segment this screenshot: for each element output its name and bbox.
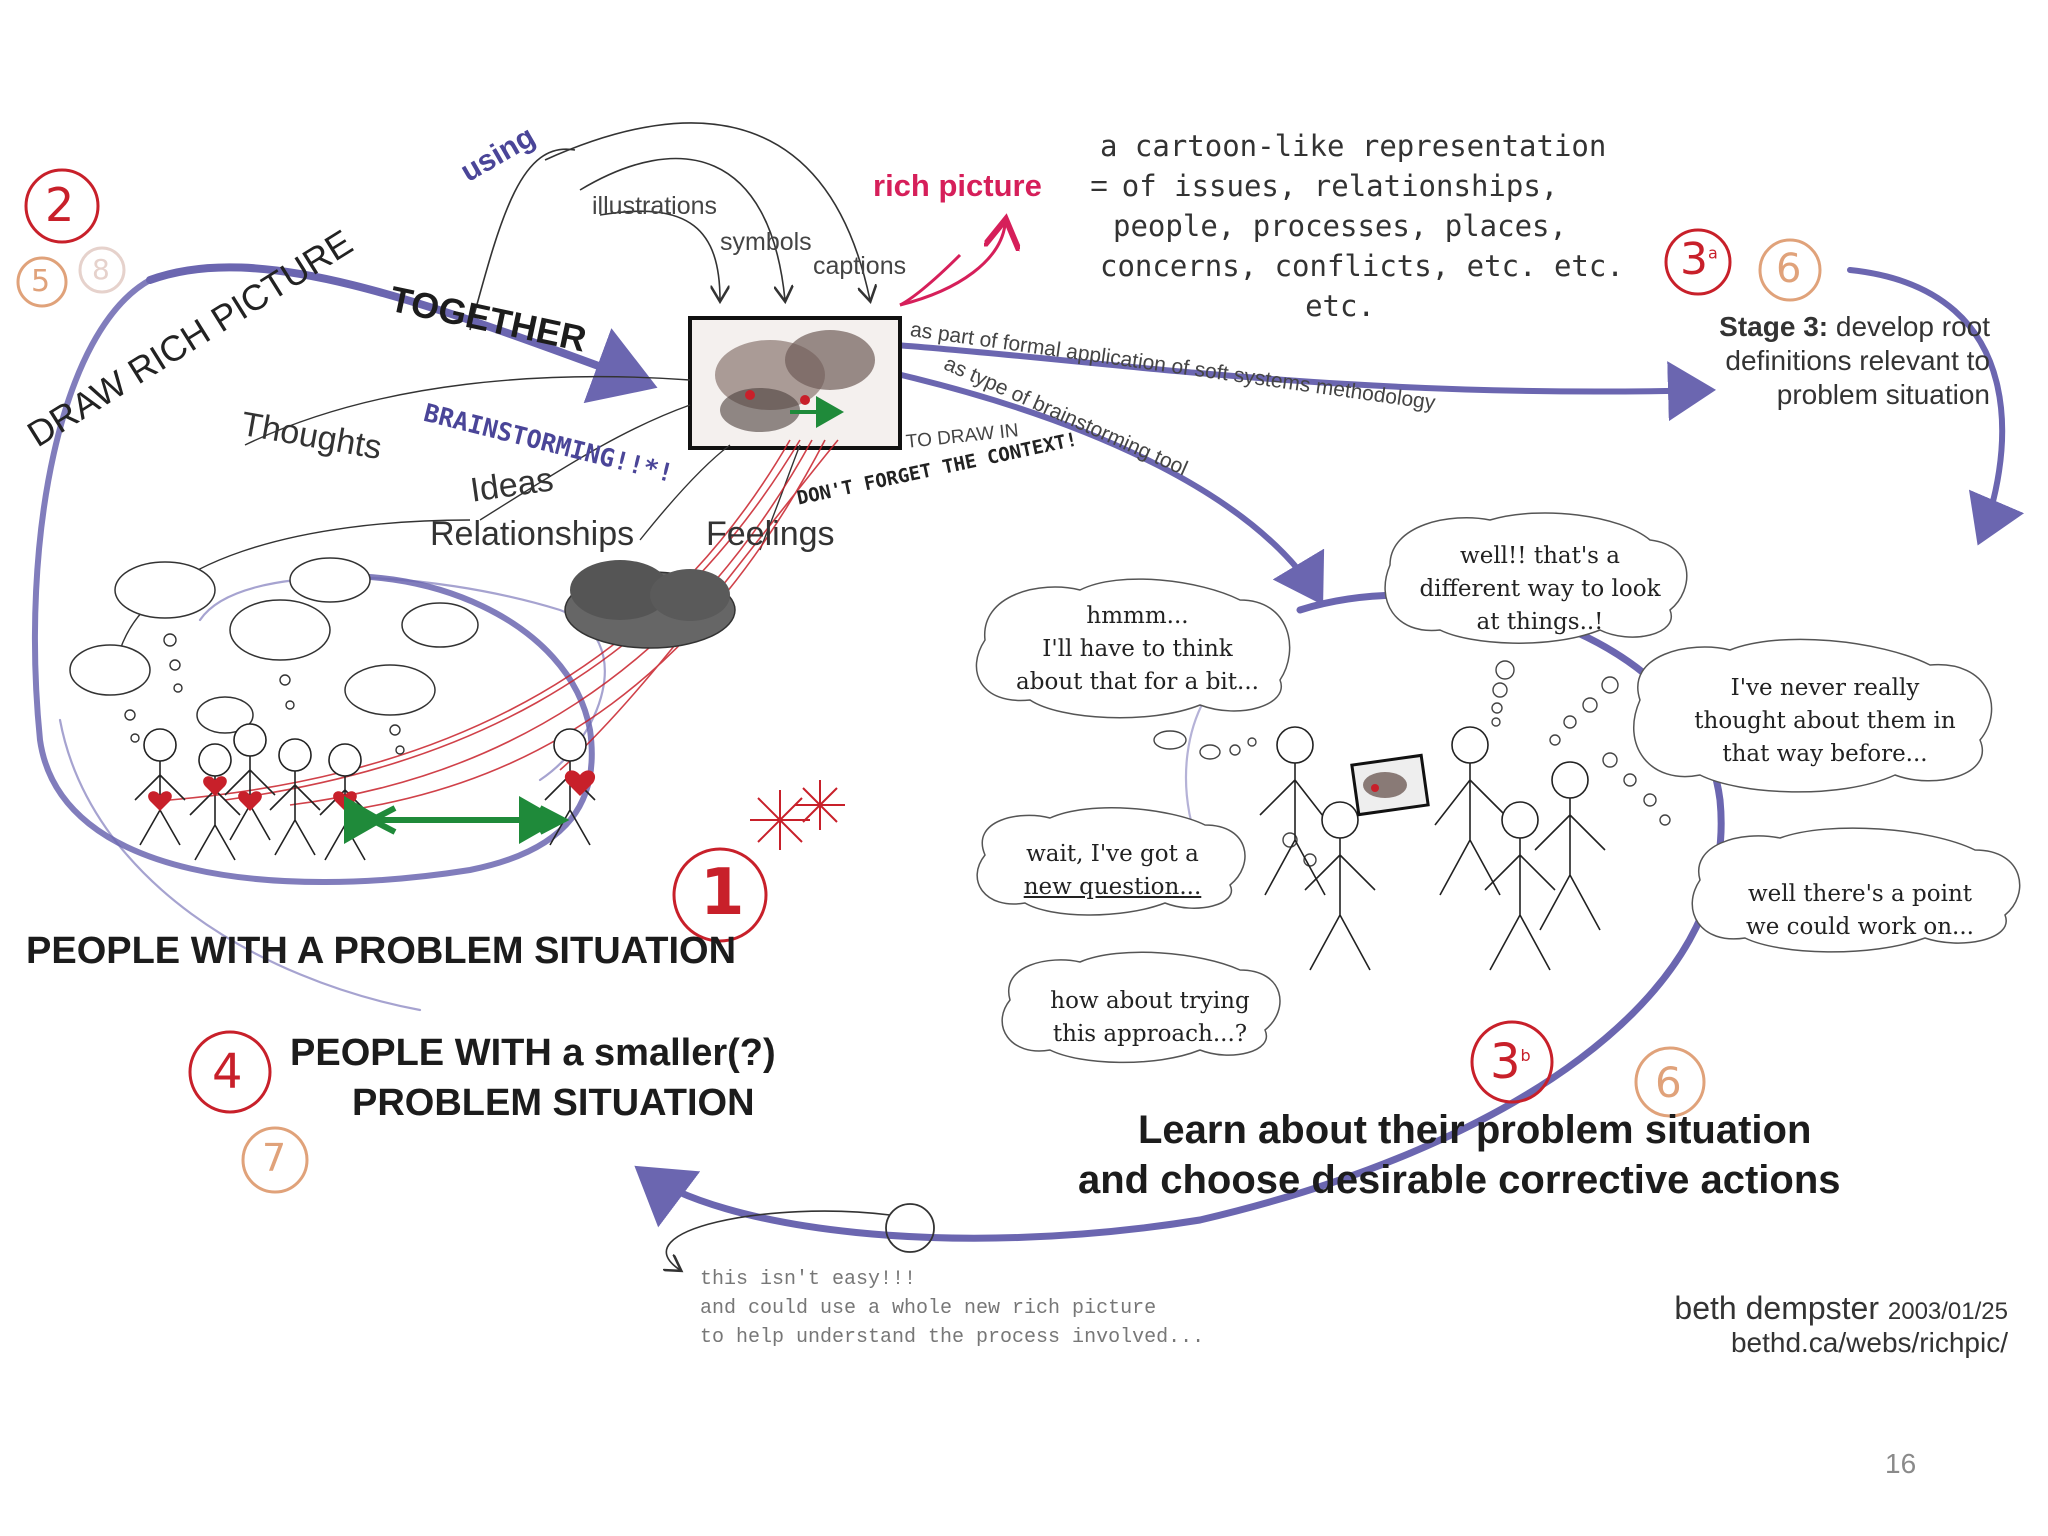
- marker-3a: 3a: [1680, 234, 1718, 285]
- marker-8: 8: [92, 253, 110, 286]
- note-line: to help understand the process involved.…: [700, 1326, 1205, 1349]
- note-line: this isn't easy!!!: [700, 1268, 917, 1291]
- heart-icons: [148, 770, 596, 811]
- definition-line: of issues, relationships,: [1121, 169, 1559, 203]
- feelings-label: Feelings: [706, 515, 835, 553]
- definition-line: etc.: [1305, 289, 1375, 323]
- captions-label: captions: [813, 252, 907, 280]
- definition-line: people, processes, places,: [1113, 209, 1567, 243]
- credit-url: bethd.ca/webs/richpic/: [1730, 1327, 2008, 1358]
- bubble-trying-shape: [1001, 951, 1281, 1064]
- speech-bubbles: [975, 512, 2021, 1064]
- bubble-dots: [1153, 660, 1671, 867]
- marker-7: 7: [262, 1136, 287, 1180]
- using-arrow: [469, 148, 576, 331]
- illustrations-label: illustrations: [592, 192, 718, 220]
- relationships-label: Relationships: [430, 515, 635, 553]
- smaller-problem-heading-2: PROBLEM SITUATION: [352, 1082, 755, 1124]
- note-arrow: [666, 1210, 891, 1270]
- stage3-line-3: problem situation: [1776, 379, 1990, 410]
- smaller-problem-heading-1: PEOPLE WITH a smaller(?): [290, 1032, 776, 1074]
- credit-date: 2003/01/25: [1887, 1298, 2008, 1325]
- learn-heading-1: Learn about their problem situation: [1138, 1108, 1812, 1152]
- definition-line: a cartoon-like representation: [1100, 129, 1607, 163]
- marker-4: 4: [212, 1044, 243, 1100]
- captions-arrow: [599, 210, 720, 300]
- crowd-thought-clouds: [69, 557, 479, 734]
- left-thin-loop: [58, 718, 422, 1012]
- bubble-point-shape: [1691, 827, 2021, 953]
- definition-text: a cartoon-like representation of issues,…: [1100, 126, 1624, 326]
- rich-picture-arrow: [899, 225, 1005, 307]
- marker-1: 1: [700, 856, 745, 930]
- people-problem-heading: PEOPLE WITH A PROBLEM SITUATION: [26, 930, 737, 972]
- storm-cloud: [564, 560, 736, 649]
- bubble-wait-shape: [976, 807, 1246, 916]
- right-stick-figures: [1259, 726, 1606, 971]
- cloud-line: [119, 519, 471, 651]
- marker-2: 2: [45, 178, 75, 232]
- relationships-line: [639, 444, 731, 541]
- label-lines: [119, 375, 801, 651]
- thought-dots: [124, 633, 405, 755]
- marker-6b: 6: [1655, 1058, 1682, 1107]
- marker-5: 5: [31, 264, 51, 299]
- credit-author: beth dempster: [1674, 1290, 1879, 1326]
- rich-picture-term: rich picture: [873, 168, 1042, 203]
- illustration-arrow: [544, 122, 870, 300]
- credit: beth dempster 2003/01/25 bethd.ca/webs/r…: [1620, 1290, 2008, 1359]
- ideas-line: [479, 404, 691, 521]
- definition-equals: =: [1090, 168, 1109, 203]
- slide-number: 16: [1885, 1448, 1917, 1479]
- ssm-arrow: [892, 342, 1716, 422]
- stage3-line-1: Stage 3: develop root: [1719, 311, 1990, 342]
- learn-heading-2: and choose desirable corrective actions: [1078, 1158, 1841, 1202]
- definition-line: concerns, conflicts, etc. etc.: [1100, 249, 1624, 283]
- symbols-label: symbols: [720, 228, 812, 256]
- bubble-hmmm-shape: [975, 578, 1291, 719]
- rich-picture-frame: [688, 316, 902, 450]
- brainstorm-arrow: [877, 367, 1325, 606]
- stage3-line-2: definitions relevant to: [1725, 345, 1990, 376]
- small-rich-picture: [1350, 753, 1430, 817]
- note-line: and could use a whole new rich picture: [700, 1297, 1157, 1320]
- marker-circles: [16, 168, 1822, 1194]
- using-arrows: [469, 122, 870, 331]
- stage3-text: Stage 3: develop root definitions releva…: [1615, 310, 1990, 412]
- stage3-title: Stage 3:: [1719, 311, 1829, 342]
- marker-3b: 3b: [1490, 1034, 1531, 1090]
- note-origin-circle: [885, 1203, 935, 1253]
- thoughts-line: [244, 375, 691, 446]
- left-loop: [31, 277, 595, 886]
- left-stick-figures: [134, 723, 596, 861]
- spark-icon: [750, 780, 845, 850]
- rich-picture-arrow-tail: [899, 253, 962, 307]
- process-note: this isn't easy!!! and could use a whole…: [700, 1265, 1204, 1352]
- symbols-arrow: [579, 157, 785, 300]
- bubble-never-shape: [1633, 638, 1993, 793]
- green-double-arrow: [344, 796, 570, 844]
- bubble-different-shape: [1384, 512, 1688, 644]
- stage3-down-arrow: [1847, 267, 2025, 546]
- marker-6a: 6: [1776, 246, 1802, 292]
- inner-loop: [198, 576, 606, 782]
- together-arrow: [146, 263, 658, 404]
